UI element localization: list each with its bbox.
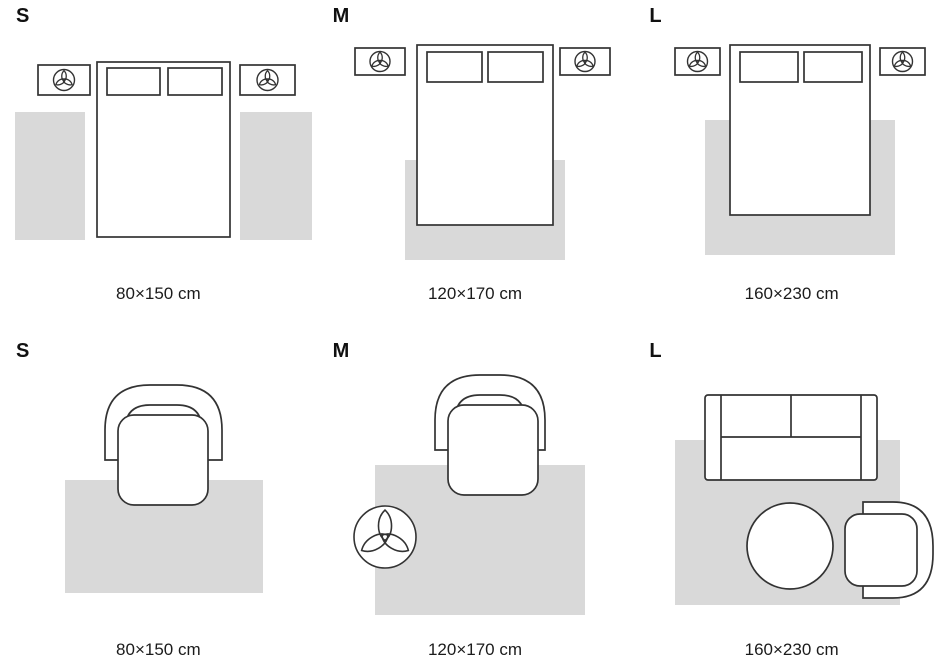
size-label-m: M xyxy=(332,5,350,27)
size-label-m: M xyxy=(332,340,350,362)
rug xyxy=(15,112,85,240)
armchair-seat xyxy=(117,414,209,506)
size-label-s: S xyxy=(16,5,30,27)
armchair xyxy=(844,501,935,599)
pillow xyxy=(803,51,864,83)
rug-dimension-label: 160×230 cm xyxy=(744,640,839,659)
plant-icon xyxy=(256,68,279,92)
plant-icon xyxy=(687,50,709,73)
plant-icon xyxy=(368,50,391,73)
living-l-illustration xyxy=(675,394,935,605)
bedroom-l-illustration xyxy=(674,44,927,255)
size-option-living-l: L 160×230 cm xyxy=(633,335,950,670)
rug-dimension-label: 120×170 cm xyxy=(427,640,523,659)
armchair-back xyxy=(104,384,223,461)
rug-dimension-label: 120×170 cm xyxy=(427,284,523,303)
size-option-bedroom-l: L xyxy=(633,0,950,335)
pillow xyxy=(425,51,483,83)
bedroom-s-illustration xyxy=(15,61,312,240)
sofa xyxy=(704,394,879,481)
plant-icon xyxy=(892,50,914,73)
rug-dimension-label: 80×150 cm xyxy=(116,284,201,303)
size-label-s: S xyxy=(16,340,30,362)
pillow xyxy=(486,51,544,83)
size-option-living-s: S 80×150 cm xyxy=(0,335,317,670)
size-option-bedroom-m: M xyxy=(317,0,634,335)
living-m-illustration xyxy=(352,374,585,615)
size-label-l: L xyxy=(649,5,662,27)
size-option-bedroom-s: S xyxy=(0,0,317,335)
plant-icon xyxy=(52,68,76,92)
rug-dimension-label: 160×230 cm xyxy=(744,284,839,303)
pillow xyxy=(167,67,223,96)
pillow xyxy=(739,51,800,83)
size-option-living-m: M 120×170 cm xyxy=(317,335,634,670)
bedroom-m-illustration xyxy=(353,44,611,260)
size-label-l: L xyxy=(649,340,662,362)
coffee-table xyxy=(746,502,835,590)
armchair-back xyxy=(433,374,546,451)
armchair-seat xyxy=(446,404,539,496)
plant-icon xyxy=(573,50,596,73)
armchair-seat xyxy=(844,513,919,587)
rug-dimension-label: 80×150 cm xyxy=(116,640,201,659)
rug xyxy=(240,112,312,240)
pillow xyxy=(106,67,161,96)
living-s-illustration xyxy=(65,384,263,593)
plant-icon xyxy=(352,505,417,569)
